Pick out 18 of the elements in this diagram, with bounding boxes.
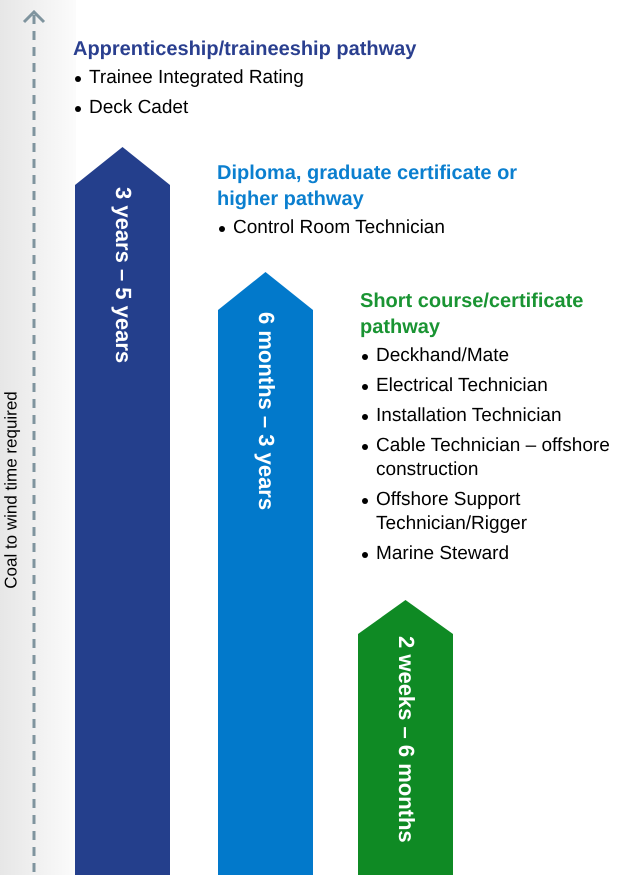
up-arrow-shape [218,272,313,875]
job-title: Marine Steward [376,542,510,566]
axis-label: Coal to wind time required [0,391,22,589]
job-title: Control Room Technician [233,216,445,240]
job-title: Installation Technician [376,404,562,428]
pathway-heading: Diploma, graduate certificate or higher pathway [217,161,518,212]
duration-text: 3 years – 5 years [110,187,136,364]
duration-text: 6 months – 3 years [252,312,278,510]
up-arrow-shape [358,600,453,875]
job-title: Trainee Integrated Rating [89,66,304,90]
pathway-heading: Apprenticeship/traineeship pathway [73,37,418,62]
job-title: Cable Technician – offshore construction [376,434,611,482]
pathway-heading: Short course/certificate pathway [360,289,584,340]
job-title: Deckhand/Mate [376,344,510,368]
job-title: Deck Cadet [89,96,188,120]
job-title: Offshore Support Technician/Rigger [376,488,528,536]
job-title: Electrical Technician [376,374,548,398]
duration-text: 2 weeks – 6 months [392,636,418,843]
